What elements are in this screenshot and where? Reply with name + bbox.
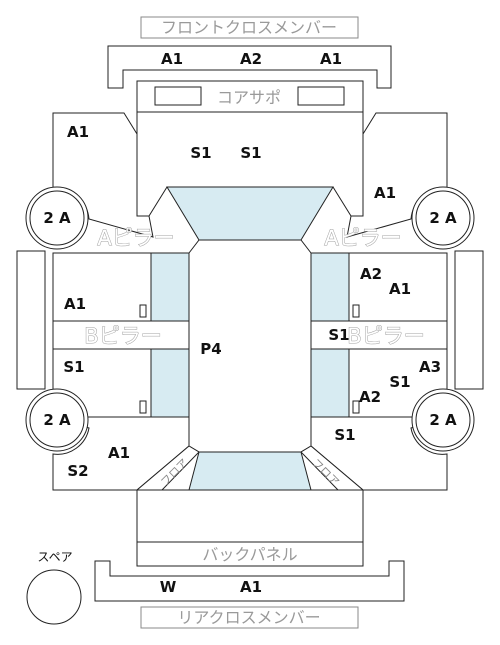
right-rear-door-grade-a3: A3 <box>419 358 441 376</box>
spare-tire <box>26 569 82 625</box>
core-support-label: コアサポ <box>217 88 281 107</box>
wheel-front-right-inner <box>415 190 471 246</box>
wheel-front-right: 2 A <box>411 186 475 250</box>
left-front-door-glass <box>150 252 190 322</box>
right-b-pillar-grade: S1 <box>328 326 349 344</box>
right-front-door-glass <box>310 252 350 322</box>
wheel-rear-right: 2 A <box>411 388 475 452</box>
right-rear-door-grade-a2: A2 <box>359 388 381 406</box>
left-rocker-panel <box>16 250 46 390</box>
front-bumper-grade-left: A1 <box>161 50 183 68</box>
left-quarter-grade-a1: A1 <box>108 444 130 462</box>
right-rear-door-handle <box>352 400 360 414</box>
wheel-rear-left-inner <box>29 392 85 448</box>
wheel-front-right-grade: 2 A <box>429 209 457 227</box>
a-pillar-left-label: Aピラー <box>97 226 174 250</box>
spare-tire-label: スペア <box>37 550 72 564</box>
wheel-rear-right-inner <box>415 392 471 448</box>
a-pillar-right-label: Aピラー <box>324 226 401 250</box>
trunk-lid <box>136 489 364 543</box>
left-quarter-panel <box>52 416 190 491</box>
b-pillar-right-label: Bピラー <box>347 324 424 348</box>
rear-window <box>188 451 312 491</box>
right-front-fender-grade: A1 <box>374 184 396 202</box>
left-quarter-grade-s2: S2 <box>67 462 88 480</box>
wheel-rear-left: 2 A <box>25 388 89 452</box>
right-rear-door-grade-s1: S1 <box>389 373 410 391</box>
right-rocker-panel <box>454 250 484 390</box>
left-front-door-grade: A1 <box>64 295 86 313</box>
right-quarter-grade: S1 <box>334 426 355 444</box>
front-bumper <box>107 45 392 89</box>
back-panel <box>136 541 364 567</box>
wheel-rear-left-grade: 2 A <box>43 411 71 429</box>
left-rear-door-glass <box>150 348 190 418</box>
rear-bumper-grade-w: W <box>160 578 177 596</box>
back-panel-label: バックパネル <box>202 545 297 564</box>
wheel-front-left-grade: 2 A <box>43 209 71 227</box>
right-front-door-grade-a2: A2 <box>360 265 382 283</box>
rear-bumper <box>94 560 405 602</box>
rear-cross-member-label: リアクロスメンバー <box>177 608 320 627</box>
b-pillar-left-label: Bピラー <box>84 324 161 348</box>
right-rear-door-glass <box>310 348 350 418</box>
rear-cross-member-box <box>140 606 359 629</box>
left-front-door-handle <box>139 304 147 318</box>
hood-grade-right: S1 <box>240 144 261 162</box>
left-rear-door-grade: S1 <box>63 358 84 376</box>
wheel-front-left-inner <box>29 190 85 246</box>
windshield <box>166 186 334 241</box>
front-bumper-grade-center: A2 <box>240 50 262 68</box>
headlight-right <box>297 86 345 106</box>
front-bumper-grade-right: A1 <box>320 50 342 68</box>
left-rear-door-handle <box>139 400 147 414</box>
front-cross-member-label: フロントクロスメンバー <box>161 18 337 37</box>
roof-grade: P4 <box>200 340 221 358</box>
wheel-front-left: 2 A <box>25 186 89 250</box>
right-front-door-grade-a1: A1 <box>389 280 411 298</box>
right-quarter-panel <box>310 416 448 491</box>
front-cross-member-box <box>140 16 359 39</box>
left-front-fender-grade: A1 <box>67 123 89 141</box>
hood-grade-left: S1 <box>190 144 211 162</box>
right-front-door-handle <box>352 304 360 318</box>
rear-bumper-grade-a1: A1 <box>240 578 262 596</box>
wheel-rear-right-grade: 2 A <box>429 411 457 429</box>
headlight-left <box>154 86 202 106</box>
